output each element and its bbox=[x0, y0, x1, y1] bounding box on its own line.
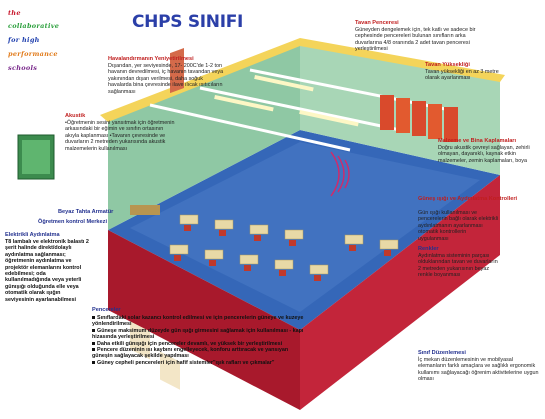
page-title: CHPS SINIFI bbox=[132, 12, 244, 32]
chair bbox=[279, 270, 286, 276]
acoustics-body: •Öğretmenin sesini yansıtmak için öğretm… bbox=[65, 120, 175, 152]
windows-bullet: Sınıflardaki solar kazancı kontrol edilm… bbox=[92, 315, 307, 328]
desk bbox=[214, 219, 234, 230]
desk bbox=[179, 214, 199, 225]
acoustics-title: Akustik bbox=[65, 113, 86, 119]
logo-line-5: schools bbox=[8, 64, 38, 72]
skylight-body: Güneyden dengelemek için, tek katlı ve s… bbox=[355, 27, 476, 53]
electric-lighting-title: Elektrikli Aydınlatma bbox=[5, 232, 60, 238]
front-window bbox=[130, 321, 150, 360]
desk bbox=[169, 244, 189, 255]
windows-title: Pencereler bbox=[92, 307, 121, 313]
windows-bullet-text: Sınıflardaki solar kazancı kontrol edilm… bbox=[92, 315, 304, 328]
windows-bullet-text: Güneşe maksimum düzeyde gün ışığı girmes… bbox=[92, 327, 304, 341]
back-wall bbox=[108, 45, 300, 230]
cabinet bbox=[380, 95, 394, 130]
window bbox=[170, 48, 184, 94]
desk bbox=[379, 239, 399, 250]
bullet-square-icon bbox=[92, 348, 95, 352]
windows-bullet: Daha etkili günışığı için pencereler dev… bbox=[92, 341, 307, 347]
windows-bullet-text: Pencere düzeninin ısı kaybını engelleyec… bbox=[92, 347, 289, 360]
chair bbox=[289, 240, 296, 246]
colors-body: Aydınlatma sisteminin parçası oldukların… bbox=[418, 253, 498, 279]
desk bbox=[274, 259, 294, 270]
electric-lighting-body: T8 lambalı ve elektronik balastı 2 şerit… bbox=[5, 239, 89, 303]
sound-wave bbox=[337, 155, 345, 193]
windows-bullet: Güneşe maksimum düzeyde gün ışığı girmes… bbox=[92, 328, 307, 341]
class-layout-title: Sınıf Düzenlemesi bbox=[418, 350, 466, 356]
materials-body: Doğru akustik çevreyi sağlayan, zehirli … bbox=[438, 145, 530, 164]
chair bbox=[209, 260, 216, 266]
chair bbox=[349, 245, 356, 251]
roof-edge bbox=[100, 38, 505, 122]
colors-title: Renkler bbox=[418, 246, 439, 252]
bullet-square-icon bbox=[92, 328, 95, 332]
desk bbox=[344, 234, 364, 245]
windows-list: Sınıflardaki solar kazancı kontrol edilm… bbox=[92, 315, 307, 366]
ceiling-height-title: Tavan Yüksekliği bbox=[425, 62, 470, 68]
chair bbox=[314, 275, 321, 281]
logo-line-3: for high bbox=[8, 36, 40, 44]
chair bbox=[184, 225, 191, 231]
whiteboard-fixture-label: Beyaz Tahta Armatür bbox=[58, 209, 114, 215]
logo-line-4: performance bbox=[8, 50, 58, 58]
floor-highlight bbox=[130, 142, 480, 312]
teacher-desk bbox=[130, 205, 160, 215]
bullet-square-icon bbox=[92, 360, 95, 364]
ceiling-beam bbox=[199, 86, 401, 132]
sound-wave bbox=[330, 151, 340, 197]
desk bbox=[204, 249, 224, 260]
chair bbox=[384, 250, 391, 256]
windows-bullet: Güney cepheli pencereleri için hafif sis… bbox=[92, 360, 307, 366]
light-fixture bbox=[214, 95, 274, 112]
class-layout-body: İç mekan düzenlemesinin ve mobilyasal el… bbox=[418, 357, 539, 383]
bullet-square-icon bbox=[92, 316, 95, 320]
ventilation-body: Dışarıdan, yer seviyesinde, 17- 200C'de … bbox=[108, 63, 224, 95]
cabinet bbox=[428, 104, 442, 139]
whiteboard-screen bbox=[22, 140, 50, 174]
ceiling-beam bbox=[149, 103, 351, 152]
chair bbox=[254, 235, 261, 241]
chair bbox=[174, 255, 181, 261]
windows-bullet-text: Daha etkili günışığı için pencereler dev… bbox=[97, 340, 283, 347]
light-fixture bbox=[254, 75, 314, 92]
ceiling-height-body: Tavan yüksekliği en az 3 metre olarak ay… bbox=[425, 69, 499, 82]
cabinet bbox=[444, 107, 458, 142]
daylight-body: Gün ışığı kullanılması ve pencerelerin b… bbox=[418, 210, 499, 242]
bullet-square-icon bbox=[92, 341, 95, 345]
cabinet bbox=[412, 101, 426, 136]
desk bbox=[239, 254, 259, 265]
light-fixture bbox=[299, 110, 359, 127]
chair bbox=[244, 265, 251, 271]
chair bbox=[219, 230, 226, 236]
materials-title: Malzeme ve Bina Kaplamaları bbox=[438, 138, 517, 144]
sound-wave bbox=[344, 159, 350, 189]
ventilation-title: Havalandırmanın Yeniyetirilmesi bbox=[108, 56, 194, 62]
windows-bullet: Pencere düzeninin ısı kaybını engelleyec… bbox=[92, 347, 307, 360]
daylight-title: Güneş ışığı ve Aydınlatma Kontrolleri bbox=[418, 196, 518, 202]
front-wall bbox=[108, 230, 300, 410]
teacher-control-label: Öğretmen kontrol Merkezi bbox=[38, 219, 108, 225]
desk bbox=[284, 229, 304, 240]
desk bbox=[249, 224, 269, 235]
desk bbox=[309, 264, 329, 275]
front-window bbox=[160, 351, 180, 390]
logo-line-2: collaborative bbox=[8, 22, 60, 30]
skylight-title: Tavan Penceresi bbox=[355, 20, 399, 26]
logo-line-1: the bbox=[8, 9, 21, 17]
cabinet bbox=[396, 98, 410, 133]
front-wall-right bbox=[300, 175, 500, 410]
windows-bullet-text: Güney cepheli pencereleri için hafif sis… bbox=[97, 359, 275, 366]
